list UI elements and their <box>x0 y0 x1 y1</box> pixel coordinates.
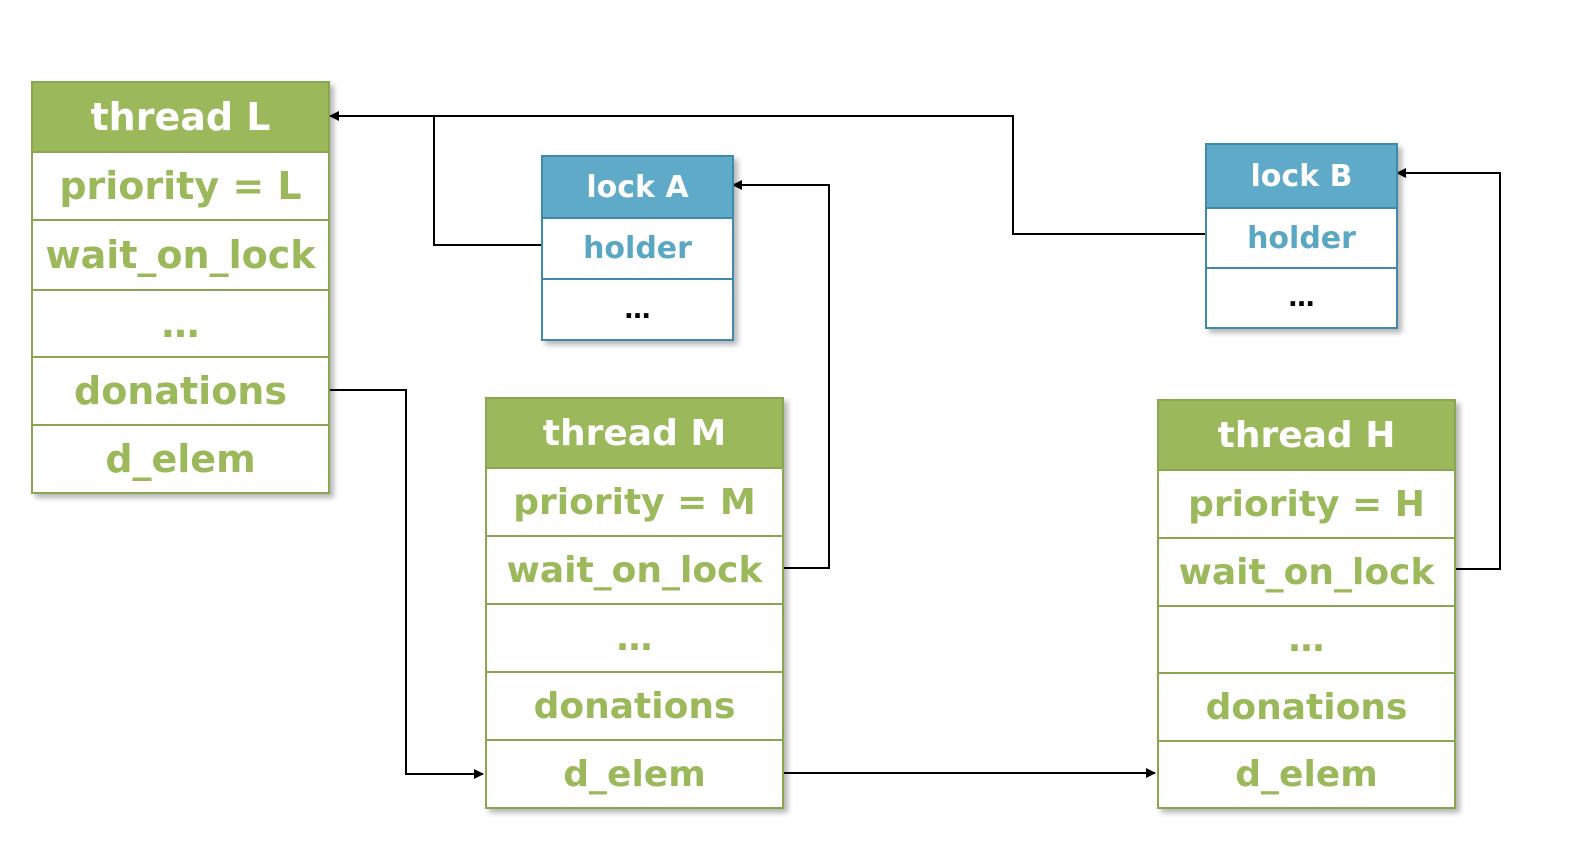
thread-M-d-elem: d_elem <box>487 739 782 807</box>
thread-H-donations: donations <box>1159 672 1454 740</box>
arrow-threadL-donations-to-threadM-delem <box>328 389 484 779</box>
arrow-threadM-wait-to-lockA <box>732 180 830 569</box>
thread-L-priority: priority = L <box>33 151 328 219</box>
thread-L-wait-on-lock: wait_on_lock <box>33 219 328 289</box>
lock-A-holder: holder <box>543 217 732 278</box>
thread-M-ellipsis: … <box>487 603 782 671</box>
thread-H-d-elem: d_elem <box>1159 740 1454 807</box>
arrow-threadH-wait-to-lockB <box>1396 168 1501 570</box>
thread-H-title: thread H <box>1159 401 1454 469</box>
thread-H-struct: thread H priority = H wait_on_lock … don… <box>1157 399 1456 809</box>
thread-M-donations: donations <box>487 671 782 739</box>
lock-A-struct: lock A holder … <box>541 155 734 341</box>
thread-L-title: thread L <box>33 83 328 151</box>
thread-M-priority: priority = M <box>487 467 782 535</box>
arrow-lockB-holder-to-threadL <box>434 115 1205 235</box>
thread-L-ellipsis: … <box>33 289 328 356</box>
thread-L-d-elem: d_elem <box>33 424 328 492</box>
thread-L-struct: thread L priority = L wait_on_lock … don… <box>31 81 330 494</box>
thread-H-ellipsis: … <box>1159 605 1454 672</box>
thread-L-donations: donations <box>33 356 328 424</box>
thread-H-wait-on-lock: wait_on_lock <box>1159 537 1454 605</box>
lock-B-struct: lock B holder … <box>1205 143 1398 329</box>
thread-M-wait-on-lock: wait_on_lock <box>487 535 782 603</box>
lock-B-holder: holder <box>1207 207 1396 267</box>
thread-H-priority: priority = H <box>1159 469 1454 537</box>
lock-A-ellipsis: … <box>543 278 732 339</box>
arrow-lockA-holder-to-threadL <box>329 111 541 246</box>
thread-M-struct: thread M priority = M wait_on_lock … don… <box>485 397 784 809</box>
lock-A-title: lock A <box>543 157 732 217</box>
lock-B-ellipsis: … <box>1207 267 1396 327</box>
lock-B-title: lock B <box>1207 145 1396 207</box>
thread-M-title: thread M <box>487 399 782 467</box>
